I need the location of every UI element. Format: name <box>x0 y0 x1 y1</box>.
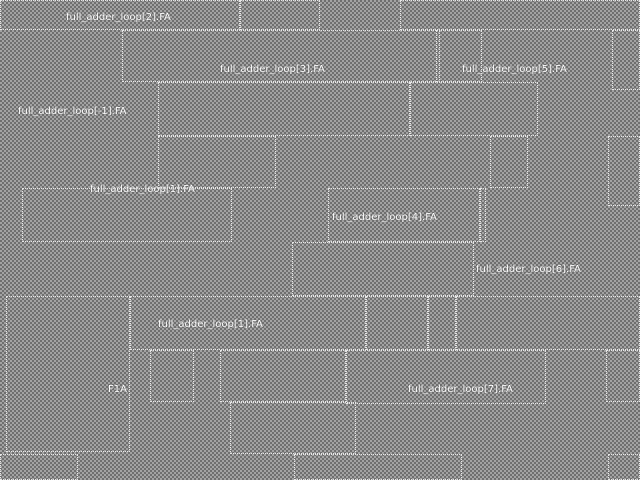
instance-block[interactable] <box>122 30 440 82</box>
instance-label: F1A <box>108 384 127 395</box>
instance-block[interactable] <box>366 296 428 350</box>
instance-block[interactable] <box>6 296 130 452</box>
instance-block[interactable] <box>22 188 232 242</box>
instance-block[interactable] <box>328 188 480 242</box>
instance-block[interactable] <box>130 296 366 350</box>
instance-label: full_adder_loop[5].FA <box>462 64 567 75</box>
instance-block[interactable] <box>480 188 486 242</box>
instance-block[interactable] <box>158 136 276 188</box>
instance-label: full_adder_loop[1].FA <box>90 184 195 195</box>
instance-block[interactable] <box>294 454 462 480</box>
instance-block[interactable] <box>608 454 640 480</box>
instance-block[interactable] <box>436 30 482 82</box>
instance-block[interactable] <box>0 454 78 480</box>
instance-label: full_adder_loop[-1].FA <box>18 106 127 117</box>
instance-block[interactable] <box>410 82 538 136</box>
instance-block[interactable] <box>230 402 356 454</box>
instance-block[interactable] <box>608 136 640 206</box>
instance-block[interactable] <box>606 350 640 402</box>
instance-block[interactable] <box>292 242 474 296</box>
instance-label: full_adder_loop[4].FA <box>332 212 437 223</box>
instance-block[interactable] <box>428 296 456 350</box>
instance-block[interactable] <box>158 82 410 136</box>
instance-block[interactable] <box>612 30 640 90</box>
instance-label: full_adder_loop[1].FA <box>158 319 263 330</box>
instance-block[interactable] <box>220 350 346 402</box>
instance-block[interactable] <box>490 136 528 188</box>
instance-block[interactable] <box>0 0 240 30</box>
instance-block[interactable] <box>456 296 640 350</box>
instance-block[interactable] <box>400 0 640 30</box>
instance-label: full_adder_loop[7].FA <box>408 384 513 395</box>
instance-block[interactable] <box>240 0 320 30</box>
instance-block[interactable] <box>346 350 546 404</box>
instance-label: full_adder_loop[6].FA <box>476 264 581 275</box>
instance-block[interactable] <box>150 350 194 402</box>
instance-label: full_adder_loop[3].FA <box>220 64 325 75</box>
instance-label: full_adder_loop[2].FA <box>66 12 171 23</box>
